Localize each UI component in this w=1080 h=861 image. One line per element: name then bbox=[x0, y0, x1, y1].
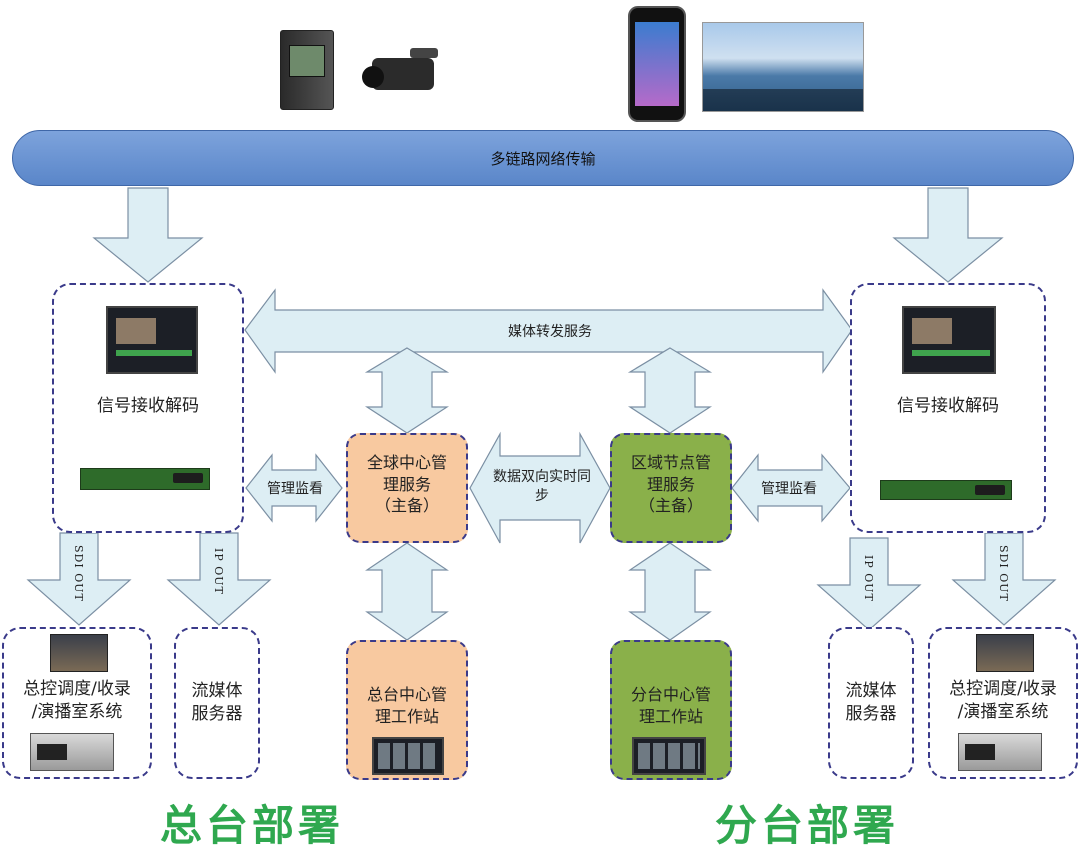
branch-deployment-title: 分台部署 bbox=[715, 801, 900, 850]
branch-monitor-label: 管理监看 bbox=[761, 481, 817, 497]
control-room-icon bbox=[50, 634, 108, 672]
branch-streaming-server-label: 流媒体 服务器 bbox=[845, 681, 897, 724]
rack-decoder-icon bbox=[880, 480, 1012, 500]
branch-workstation-label: 分台中心管 理工作站 bbox=[630, 685, 711, 726]
video-recorder-icon bbox=[30, 733, 114, 771]
monitor-arrow-hq bbox=[245, 453, 343, 523]
down-arrow-branch bbox=[892, 187, 1004, 283]
v-arrow-center-top bbox=[364, 347, 450, 434]
v-arrow-center-bottom bbox=[365, 542, 449, 641]
branch-ip-out-label: IP OUT bbox=[862, 555, 875, 602]
tablet-app-icon bbox=[702, 22, 864, 112]
hq-ip-out-label: IP OUT bbox=[212, 548, 225, 595]
branch-streaming-server-box bbox=[828, 627, 914, 779]
v-arrow-node-top bbox=[627, 347, 713, 434]
phone-icon bbox=[628, 6, 686, 122]
camera-icon bbox=[362, 48, 446, 96]
rack-decoder-icon bbox=[80, 468, 210, 490]
hq-streaming-server-box bbox=[174, 627, 260, 779]
network-transport-bar: 多链路网络传输 bbox=[12, 130, 1074, 186]
monitor-grid-icon bbox=[372, 737, 444, 775]
monitor-grid-icon bbox=[632, 737, 706, 775]
v-arrow-node-bottom bbox=[628, 542, 712, 641]
hq-control-room-label: 总控调度/收录 /演播室系统 bbox=[23, 679, 131, 722]
branch-node-service-label: 区域节点管 理服务 （主备） bbox=[630, 453, 711, 516]
ip-out-arrow-branch bbox=[816, 537, 922, 631]
down-arrow-hq bbox=[92, 187, 204, 283]
branch-node-service-box bbox=[610, 433, 732, 543]
control-room-icon bbox=[976, 634, 1034, 672]
hq-sdi-out-label: SDI OUT bbox=[72, 545, 85, 602]
video-recorder-icon bbox=[958, 733, 1042, 771]
hq-center-service-box bbox=[346, 433, 468, 543]
hq-monitor-label: 管理监看 bbox=[267, 481, 323, 497]
branch-decoder-label: 信号接收解码 bbox=[897, 396, 999, 416]
encoder-box-icon bbox=[280, 30, 334, 110]
sdi-out-arrow-hq bbox=[26, 532, 132, 626]
ip-out-arrow-hq bbox=[166, 532, 272, 626]
hq-deployment-title: 总台部署 bbox=[160, 801, 345, 850]
branch-control-room-label: 总控调度/收录 /演播室系统 bbox=[949, 679, 1057, 722]
sync-label: 数据双向实时同 步 bbox=[493, 469, 591, 504]
hq-streaming-server-label: 流媒体 服务器 bbox=[191, 681, 243, 724]
branch-sdi-out-label: SDI OUT bbox=[997, 545, 1010, 602]
sdi-out-arrow-branch bbox=[951, 532, 1057, 626]
hq-center-service-label: 全球中心管 理服务 （主备） bbox=[366, 453, 447, 516]
decoder-software-icon bbox=[902, 306, 996, 374]
decoder-software-icon bbox=[106, 306, 198, 374]
hq-workstation-label: 总台中心管 理工作站 bbox=[366, 685, 447, 726]
hq-decoder-label: 信号接收解码 bbox=[97, 396, 199, 416]
media-forward-label: 媒体转发服务 bbox=[508, 324, 592, 340]
network-label: 多链路网络传输 bbox=[490, 149, 596, 168]
